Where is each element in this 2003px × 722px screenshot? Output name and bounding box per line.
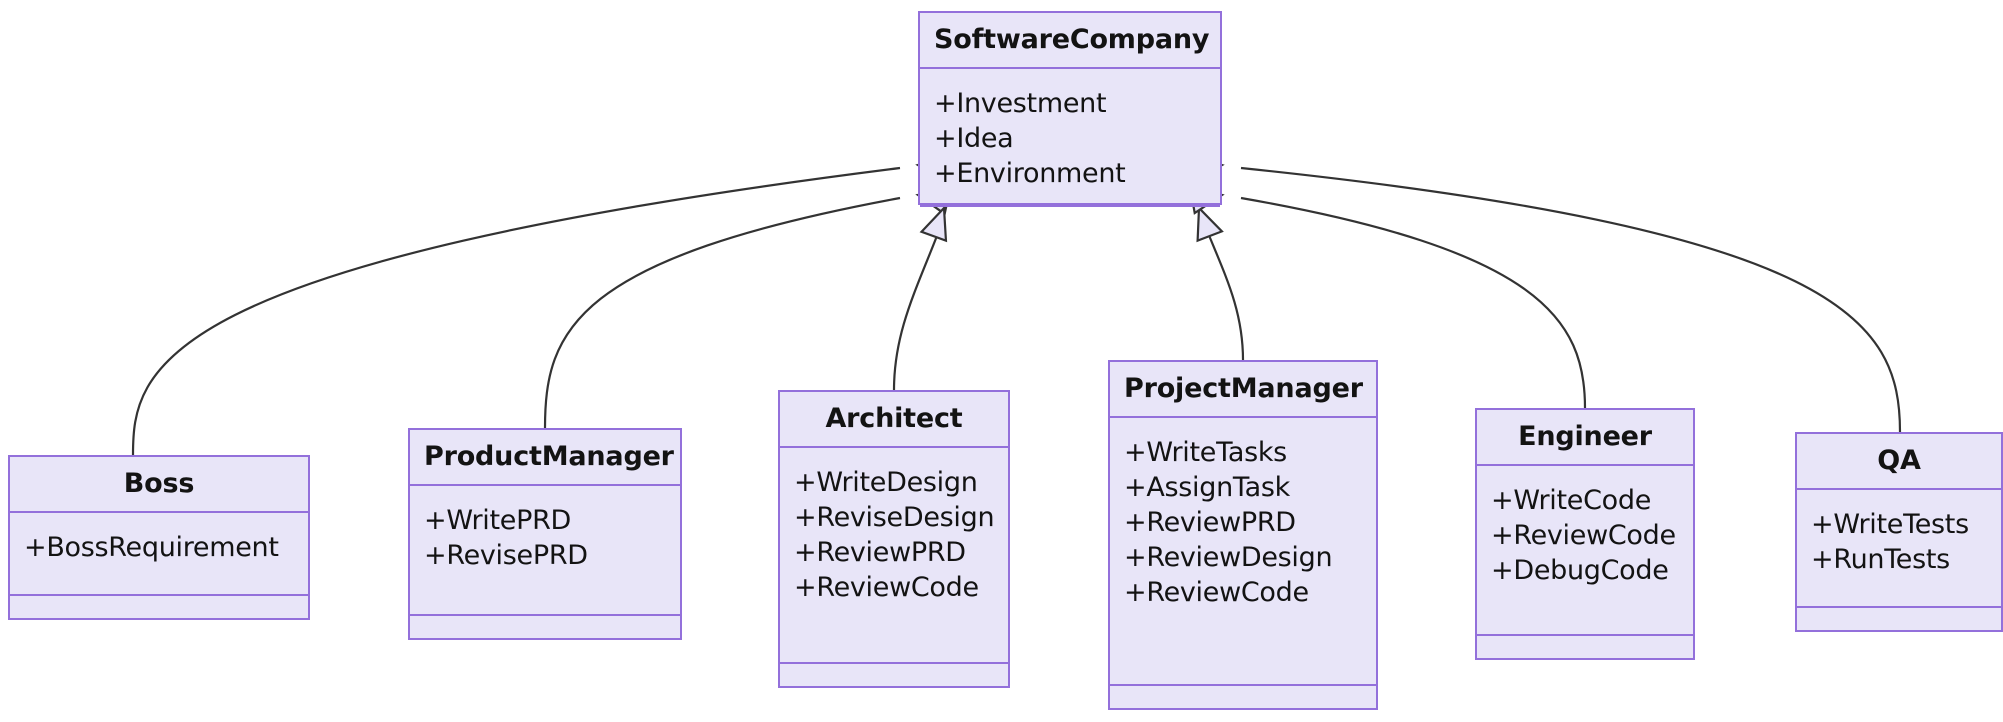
class-title-boss: Boss	[10, 457, 308, 513]
class-member: +WriteTasks	[1124, 437, 1287, 468]
class-member: +WriteDesign	[794, 467, 978, 498]
uml-class-project-manager[interactable]: ProjectManager +WriteTasks +AssignTask +Rev…	[1108, 360, 1378, 710]
uml-class-engineer[interactable]: Engineer +WriteCode +ReviewCode +DebugCode	[1475, 408, 1695, 660]
class-member: +RunTests	[1811, 544, 1950, 575]
class-member: +Investment	[934, 88, 1107, 119]
class-member: +WritePRD	[424, 505, 572, 536]
class-member: +ReviewCode	[1124, 577, 1309, 608]
class-member: +ReviewPRD	[1124, 507, 1296, 538]
edge-line	[1204, 227, 1245, 361]
class-title-engineer: Engineer	[1477, 410, 1693, 466]
class-member: +RevisePRD	[424, 540, 588, 571]
class-member: +Idea	[934, 123, 1014, 154]
class-methods-project-manager	[1110, 686, 1376, 708]
class-members-boss: +BossRequirement	[10, 513, 308, 596]
class-methods-qa	[1797, 608, 2001, 630]
class-methods-boss	[10, 596, 308, 618]
class-member: +ReviewCode	[1491, 520, 1676, 551]
class-member: +AssignTask	[1124, 472, 1290, 503]
uml-class-qa[interactable]: QA +WriteTests +RunTests	[1795, 432, 2003, 632]
inheritance-edge-architect	[892, 205, 948, 391]
class-members-architect: +WriteDesign +ReviseDesign +ReviewPRD +Revi…	[780, 448, 1008, 664]
class-members-qa: +WriteTests +RunTests	[1797, 490, 2001, 608]
class-methods-product-manager	[410, 616, 680, 638]
edge-line	[892, 227, 942, 391]
class-title-qa: QA	[1797, 434, 2001, 490]
class-members-product-manager: +WritePRD +RevisePRD	[410, 486, 680, 616]
uml-class-software-company[interactable]: SoftwareCompany +Investment +Idea +Environm…	[918, 11, 1222, 207]
class-member: +DebugCode	[1491, 555, 1669, 586]
class-title-product-manager: ProductManager	[410, 430, 680, 486]
class-member: +ReviewCode	[794, 572, 979, 603]
class-title-architect: Architect	[780, 392, 1008, 448]
class-members-software-company: +Investment +Idea +Environment	[920, 69, 1220, 207]
uml-class-product-manager[interactable]: ProductManager +WritePRD +RevisePRD	[408, 428, 682, 640]
class-member: +WriteCode	[1491, 485, 1652, 516]
class-title-software-company: SoftwareCompany	[920, 13, 1220, 69]
class-member: +ReviewDesign	[1124, 542, 1333, 573]
class-member: +BossRequirement	[24, 532, 279, 563]
class-member: +WriteTests	[1811, 509, 1969, 540]
class-methods-architect	[780, 664, 1008, 686]
uml-class-architect[interactable]: Architect +WriteDesign +ReviseDesign +Revie…	[778, 390, 1010, 688]
class-members-project-manager: +WriteTasks +AssignTask +ReviewPRD +ReviewD…	[1110, 418, 1376, 686]
class-member: +ReviseDesign	[794, 502, 995, 533]
class-member: +Environment	[934, 158, 1126, 189]
class-member: +ReviewPRD	[794, 537, 966, 568]
class-title-project-manager: ProjectManager	[1110, 362, 1376, 418]
uml-class-boss[interactable]: Boss +BossRequirement	[8, 455, 310, 620]
class-methods-engineer	[1477, 636, 1693, 658]
class-methods-software-company	[920, 207, 1220, 229]
class-members-engineer: +WriteCode +ReviewCode +DebugCode	[1477, 466, 1693, 636]
